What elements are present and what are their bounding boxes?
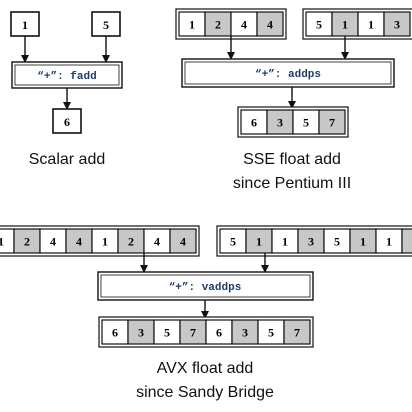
- sse-input-a-lane-1: [204, 11, 232, 37]
- avx-input-a-lane-1: [13, 228, 41, 254]
- sse-input-a-lane-0: [178, 11, 206, 37]
- avx-input-b-lane-2-value: 1: [282, 235, 288, 249]
- avx-output-lane-2-value: 5: [164, 326, 170, 340]
- avx-input-a-lane-4-value: 1: [102, 235, 108, 249]
- scalar-output: 6: [52, 108, 82, 134]
- avx-input-b-lane-5-value: 1: [360, 235, 366, 249]
- sse-input-b-register: 5 1 1 3: [302, 8, 412, 40]
- sse-input-b-lane-1-value: 1: [342, 18, 348, 32]
- avx-input-b-register: 51135113: [216, 225, 412, 257]
- sse-input-a-register: 1 2 4 4: [175, 8, 287, 40]
- avx-input-a-lane-7: [169, 228, 197, 254]
- scalar-input-b-value: 5: [103, 18, 109, 32]
- avx-output-lane-1: [127, 319, 155, 345]
- avx-output-lane-7: [283, 319, 311, 345]
- avx-input-b-lane-6-value: 1: [386, 235, 392, 249]
- avx-input-a-lane-7-value: 4: [180, 235, 186, 249]
- scalar-op-label: “+”: fadd: [37, 71, 96, 83]
- scalar-input-a: 1: [10, 11, 40, 37]
- avx-output-lane-5-value: 3: [242, 326, 248, 340]
- avx-input-a-register: 1 2 4 4 1 2 4 4: [0, 225, 200, 257]
- sse-op-label: “+”: addps: [255, 69, 321, 81]
- sse-input-b-lane-3: [383, 11, 411, 37]
- avx-input-a-lane-2-value: 4: [50, 235, 56, 249]
- scalar-add-group: 1 5 “+”: fadd 6 Scalar add: [10, 11, 123, 168]
- avx-output-lane-6-value: 5: [268, 326, 274, 340]
- avx-caption-line2: since Sandy Bridge: [136, 384, 274, 401]
- avx-input-b-lane-1-value: 1: [256, 235, 262, 249]
- avx-input-b-lane-2: [271, 228, 299, 254]
- sse-output-lane-1-value: 3: [277, 116, 283, 130]
- sse-input-a-lane-3-value: 4: [267, 18, 273, 32]
- avx-input-b-lane-4: [323, 228, 351, 254]
- avx-input-a-lane-0-value: 1: [0, 235, 4, 249]
- sse-input-b-lane-0-value: 5: [316, 18, 322, 32]
- avx-input-b-lane-5: [349, 228, 377, 254]
- avx-input-b-lane-3-value: 3: [308, 235, 314, 249]
- scalar-input-b: 5: [91, 11, 121, 37]
- avx-output-register: 6 3 5 7 6 3 5 7: [98, 316, 314, 348]
- sse-input-a-lane-3: [256, 11, 284, 37]
- avx-input-a-lane-6-value: 4: [154, 235, 160, 249]
- avx-input-b-lane-0: [219, 228, 247, 254]
- avx-input-b-lane-4-value: 5: [334, 235, 340, 249]
- avx-output-lane-4-value: 6: [216, 326, 222, 340]
- sse-output-lane-2-value: 5: [303, 116, 309, 130]
- avx-input-b-lane-0-value: 5: [230, 235, 236, 249]
- sse-output-lane-3: [318, 109, 346, 135]
- avx-input-b-lane-7: [401, 228, 412, 254]
- sse-input-b-lane-0: [305, 11, 333, 37]
- avx-input-a-lane-3-value: 4: [76, 235, 82, 249]
- scalar-caption: Scalar add: [29, 151, 106, 168]
- avx-output-lane-0-value: 6: [112, 326, 118, 340]
- avx-output-lane-3-value: 7: [190, 326, 196, 340]
- avx-output-lane-1-value: 3: [138, 326, 144, 340]
- sse-caption-line2: since Pentium III: [233, 175, 351, 192]
- sse-output-lane-0: [240, 109, 268, 135]
- sse-input-b-lane-1: [331, 11, 359, 37]
- scalar-output-value: 6: [64, 115, 70, 129]
- avx-output-lane-4: [205, 319, 233, 345]
- sse-input-b-lane-2: [357, 11, 385, 37]
- sse-input-a-lane-0-value: 1: [189, 18, 195, 32]
- sse-output-lane-0-value: 6: [251, 116, 257, 130]
- sse-caption-line1: SSE float add: [243, 151, 341, 168]
- sse-input-a-lane-1-value: 2: [215, 18, 221, 32]
- avx-output-lane-0: [101, 319, 129, 345]
- sse-op-box: “+”: addps: [181, 58, 395, 88]
- sse-output-lane-1: [266, 109, 294, 135]
- sse-input-a-lane-2-value: 4: [241, 18, 247, 32]
- avx-input-a-lane-3: [65, 228, 93, 254]
- scalar-op-box: “+”: fadd: [11, 61, 123, 89]
- avx-input-a-lane-1-value: 2: [24, 235, 30, 249]
- avx-output-lane-7-value: 7: [294, 326, 300, 340]
- avx-op-label: “+”: vaddps: [169, 282, 242, 294]
- sse-output-lane-3-value: 7: [329, 116, 335, 130]
- sse-input-b-lane-3-value: 3: [394, 18, 400, 32]
- sse-input-b-lane-2-value: 1: [368, 18, 374, 32]
- avx-output-lane-6: [257, 319, 285, 345]
- avx-input-a-lane-4: [91, 228, 119, 254]
- sse-output-register: 6 3 5 7: [237, 106, 349, 138]
- avx-add-group: 1 2 4 4 1 2 4 4 5 1 1 3 5 1 1 3 “+”: vaddps 6 3 5 7 6 3 5 7 A…: [0, 225, 412, 401]
- avx-op-box: “+”: vaddps: [97, 271, 314, 301]
- scalar-input-a-value: 1: [22, 18, 28, 32]
- avx-input-a-lane-5-value: 2: [128, 235, 134, 249]
- sse-input-a-lane-2: [230, 11, 258, 37]
- avx-caption-line1: AVX float add: [157, 360, 254, 377]
